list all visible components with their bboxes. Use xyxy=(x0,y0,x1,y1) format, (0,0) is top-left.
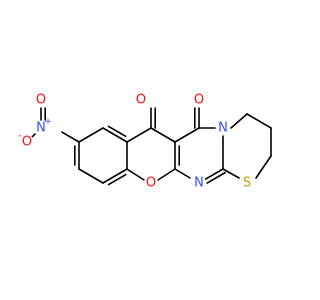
bond-nitro-n xyxy=(61,131,80,143)
atom-s-thiazine-halo xyxy=(240,176,254,190)
bond-ring1-e xyxy=(78,168,104,184)
bond-ring3-e xyxy=(174,168,191,179)
bond-ring4-d xyxy=(255,155,272,179)
atom-o-nitro-minus-charge: - xyxy=(18,131,21,141)
atom-n-ring: N xyxy=(218,121,228,136)
atom-s-thiazine: S xyxy=(243,176,251,191)
bonds-group xyxy=(30,107,272,186)
bond-ring1-a xyxy=(78,127,104,143)
atom-o-ketone-1-halo xyxy=(134,93,148,107)
atom-n-nitro-charge: + xyxy=(44,117,52,127)
atom-n-ring-halo xyxy=(216,121,230,135)
atom-o-nitro-top-halo xyxy=(34,93,48,107)
bond-ring2-b xyxy=(150,127,176,143)
bond-ring2-d xyxy=(157,168,176,181)
atom-o-pyran: O xyxy=(146,176,156,191)
bond-ring3-d-second xyxy=(206,171,226,184)
atom-o-nitro-minus-halo xyxy=(20,135,34,149)
bond-ring2-a xyxy=(126,127,152,143)
atom-n-imine-halo xyxy=(192,176,206,190)
bond-ring3-d xyxy=(204,168,224,181)
atom-o-pyran-halo xyxy=(144,176,158,190)
atom-o-nitro-top: O xyxy=(36,93,46,108)
bond-ring3-a xyxy=(174,127,200,143)
atom-n-nitro: N xyxy=(36,121,46,136)
bond-ring1-d xyxy=(102,168,128,184)
bond-ring2-e xyxy=(126,168,145,181)
atom-o-ketone-2: O xyxy=(194,93,204,108)
bond-ring4-e xyxy=(222,168,240,179)
atom-n-nitro-halo xyxy=(34,121,48,135)
atom-n-imine: N xyxy=(194,176,204,191)
bond-ring4-a xyxy=(230,113,248,129)
bond-ring1-b-second xyxy=(107,125,127,138)
atom-o-ketone-1: O xyxy=(136,93,146,108)
bond-ring1-b xyxy=(102,127,128,143)
atom-o-nitro-minus: O xyxy=(22,135,32,150)
bond-ring1-d-second xyxy=(107,173,127,186)
bond-ring4-b xyxy=(246,113,272,129)
atom-o-ketone-2-halo xyxy=(192,93,206,107)
